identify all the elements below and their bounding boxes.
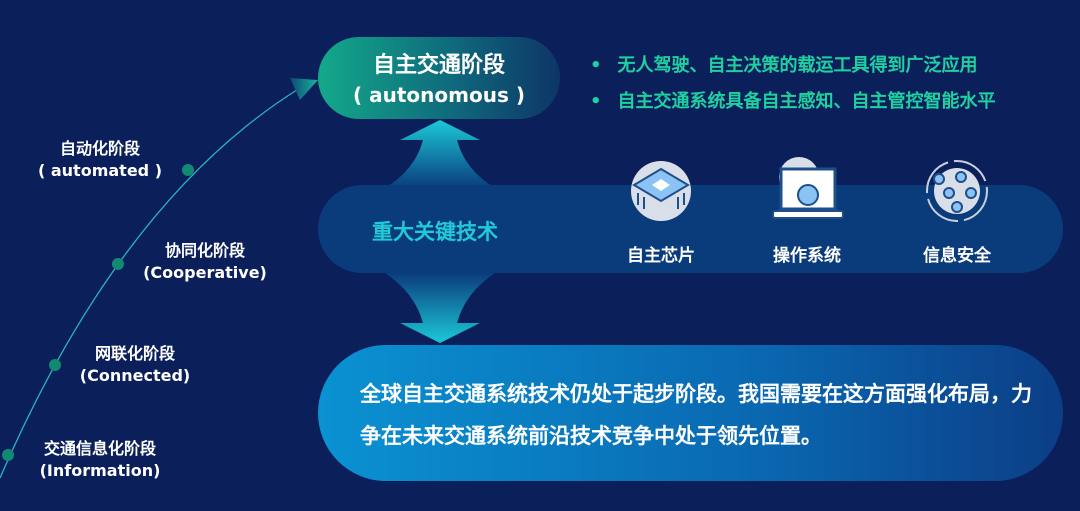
stage-automated: 自动化阶段 ( automated ): [20, 138, 180, 182]
stage-dot: [49, 359, 61, 371]
tech-security: 信息安全: [902, 155, 1012, 266]
key-tech-title: 重大关键技术: [372, 220, 498, 244]
conclusion-text: 全球自主交通系统技术仍处于起步阶段。我国需要在这方面强化布局，力争在未来交通系统…: [360, 382, 1032, 448]
stage-dot: [2, 449, 14, 461]
stage-title: 自动化阶段: [59, 139, 140, 158]
stage-title: 网联化阶段: [94, 344, 175, 363]
stage-information: 交通信息化阶段 (Information): [25, 438, 175, 482]
feature-item: 自主交通系统具备自主感知、自主管控智能水平: [590, 84, 996, 120]
stage-subtitle: (Cooperative): [143, 263, 267, 282]
autonomous-stage-pill: 自主交通阶段 ( autonomous ): [318, 37, 560, 119]
tech-os: 操作系统: [752, 155, 862, 266]
chip-icon: [631, 161, 691, 221]
stage-title: 协同化阶段: [164, 241, 245, 260]
stage-connected: 网联化阶段 (Connected): [65, 343, 205, 387]
stage-dot: [182, 164, 194, 176]
stage-title: 交通信息化阶段: [43, 439, 156, 458]
feature-item: 无人驾驶、自主决策的载运工具得到广泛应用: [590, 48, 996, 84]
conclusion-pill: 全球自主交通系统技术仍处于起步阶段。我国需要在这方面强化布局，力争在未来交通系统…: [318, 345, 1063, 481]
stage-subtitle: (Connected): [79, 366, 191, 385]
laptop-gear-icon: [772, 157, 844, 219]
autonomous-subtitle: ( autonomous ): [353, 83, 525, 107]
tech-label: 信息安全: [923, 246, 991, 266]
autonomous-features: 无人驾驶、自主决策的载运工具得到广泛应用 自主交通系统具备自主感知、自主管控智能…: [590, 48, 996, 120]
tech-label: 自主芯片: [627, 246, 695, 266]
down-arrow-icon: [385, 273, 495, 343]
network-security-icon: [926, 160, 988, 222]
tech-chip: 自主芯片: [606, 155, 716, 266]
progression-curve: [0, 78, 318, 479]
stage-dot: [112, 258, 124, 270]
stage-subtitle: ( automated ): [37, 161, 162, 180]
curve-arrowhead: [290, 78, 318, 100]
stage-subtitle: (Information): [39, 461, 161, 480]
up-arrow-icon: [385, 120, 495, 188]
stage-cooperative: 协同化阶段 (Cooperative): [130, 240, 280, 284]
autonomous-title: 自主交通阶段: [372, 53, 505, 78]
tech-label: 操作系统: [773, 246, 841, 266]
